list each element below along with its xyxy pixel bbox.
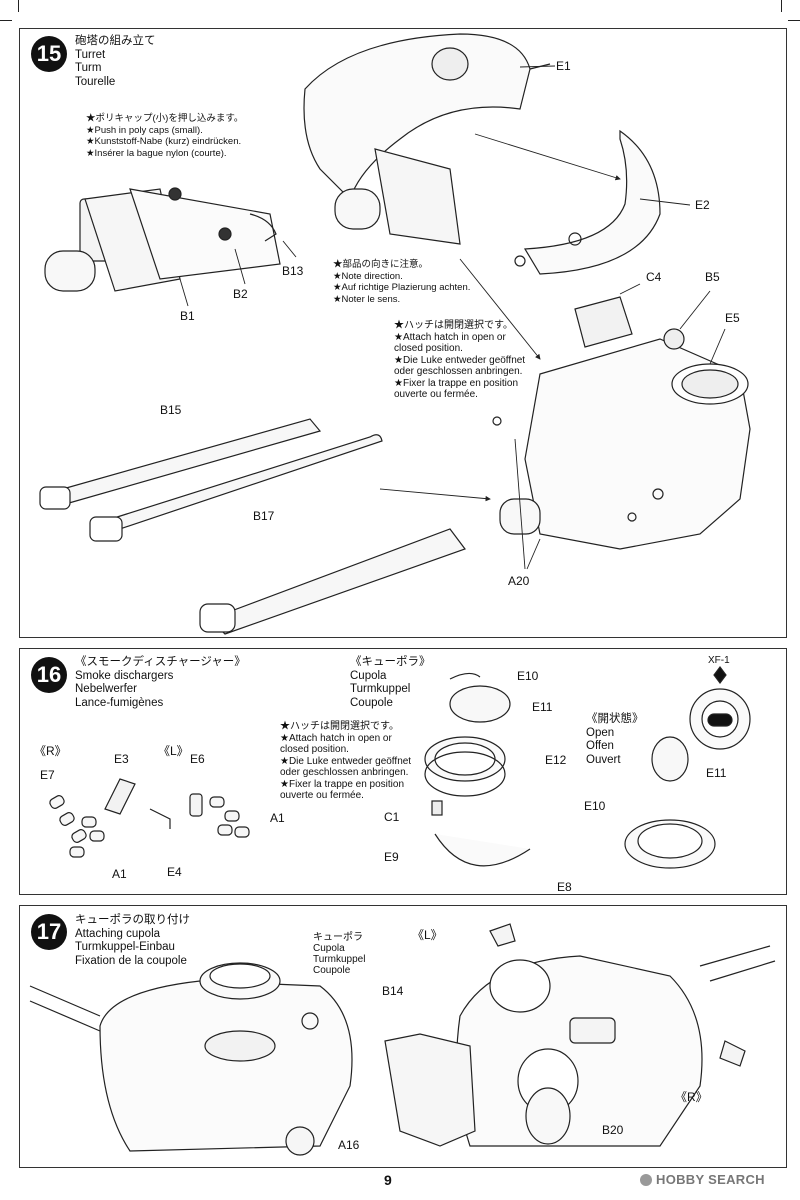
page-number: 9 [384, 1172, 392, 1188]
paint-code: XF-1 [708, 655, 730, 666]
part-label: E10 [584, 799, 606, 813]
part-label: B1 [180, 309, 195, 323]
part-label: B13 [282, 264, 304, 278]
part-label: B17 [253, 509, 275, 523]
side-l-label: 《L》 [158, 744, 189, 758]
part-label: A16 [338, 1138, 360, 1152]
part-label: B5 [705, 270, 720, 284]
part-label: E11 [706, 766, 727, 780]
corner-mark-tr-h [788, 20, 800, 21]
part-label: E12 [545, 753, 567, 767]
part-label: E7 [40, 768, 55, 782]
corner-mark-tl-v [18, 0, 19, 12]
part-label: E5 [725, 311, 740, 325]
cupola-smoke-drawing [49, 666, 751, 869]
part-label: C1 [384, 810, 400, 824]
side-r-label: 《R》 [675, 1090, 708, 1104]
part-label: E8 [557, 880, 572, 894]
part-label: A1 [270, 811, 285, 825]
corner-mark-tr-v [781, 0, 782, 12]
part-label: B15 [160, 403, 182, 417]
polycap-note: ★ポリキャップ(小)を押し込みます。★Push in poly caps (sm… [86, 113, 244, 159]
part-label: E3 [114, 752, 129, 766]
part-label: B20 [602, 1123, 624, 1137]
direction-note: ★部品の向きに注意。★Note direction.★Auf richtige … [333, 259, 471, 305]
part-label: B14 [382, 984, 404, 998]
side-l-label: 《L》 [412, 928, 443, 942]
part-label: A20 [508, 574, 530, 588]
part-label: E9 [384, 850, 399, 864]
step-number-badge: 17 [31, 914, 67, 950]
part-label: E10 [517, 669, 539, 683]
cupola-attach-drawing [29, 923, 776, 1156]
part-label: B2 [233, 287, 248, 301]
part-label: E2 [695, 198, 710, 212]
corner-mark-tl-h [0, 20, 12, 21]
watermark-text: HOBBY SEARCH [656, 1172, 765, 1187]
step-number-badge: 16 [31, 657, 67, 693]
watermark-logo-icon [640, 1173, 652, 1186]
step-number-badge: 15 [31, 36, 67, 72]
part-label: E6 [190, 752, 205, 766]
part-label: A1 [112, 867, 127, 881]
part-label: E11 [532, 700, 553, 714]
side-r-label: 《R》 [34, 744, 67, 758]
part-label: C4 [646, 270, 662, 284]
turret-assembly-drawing [39, 33, 751, 635]
watermark: HOBBY SEARCH [640, 1172, 765, 1187]
part-label: E1 [556, 59, 571, 73]
part-label: E4 [167, 865, 182, 879]
